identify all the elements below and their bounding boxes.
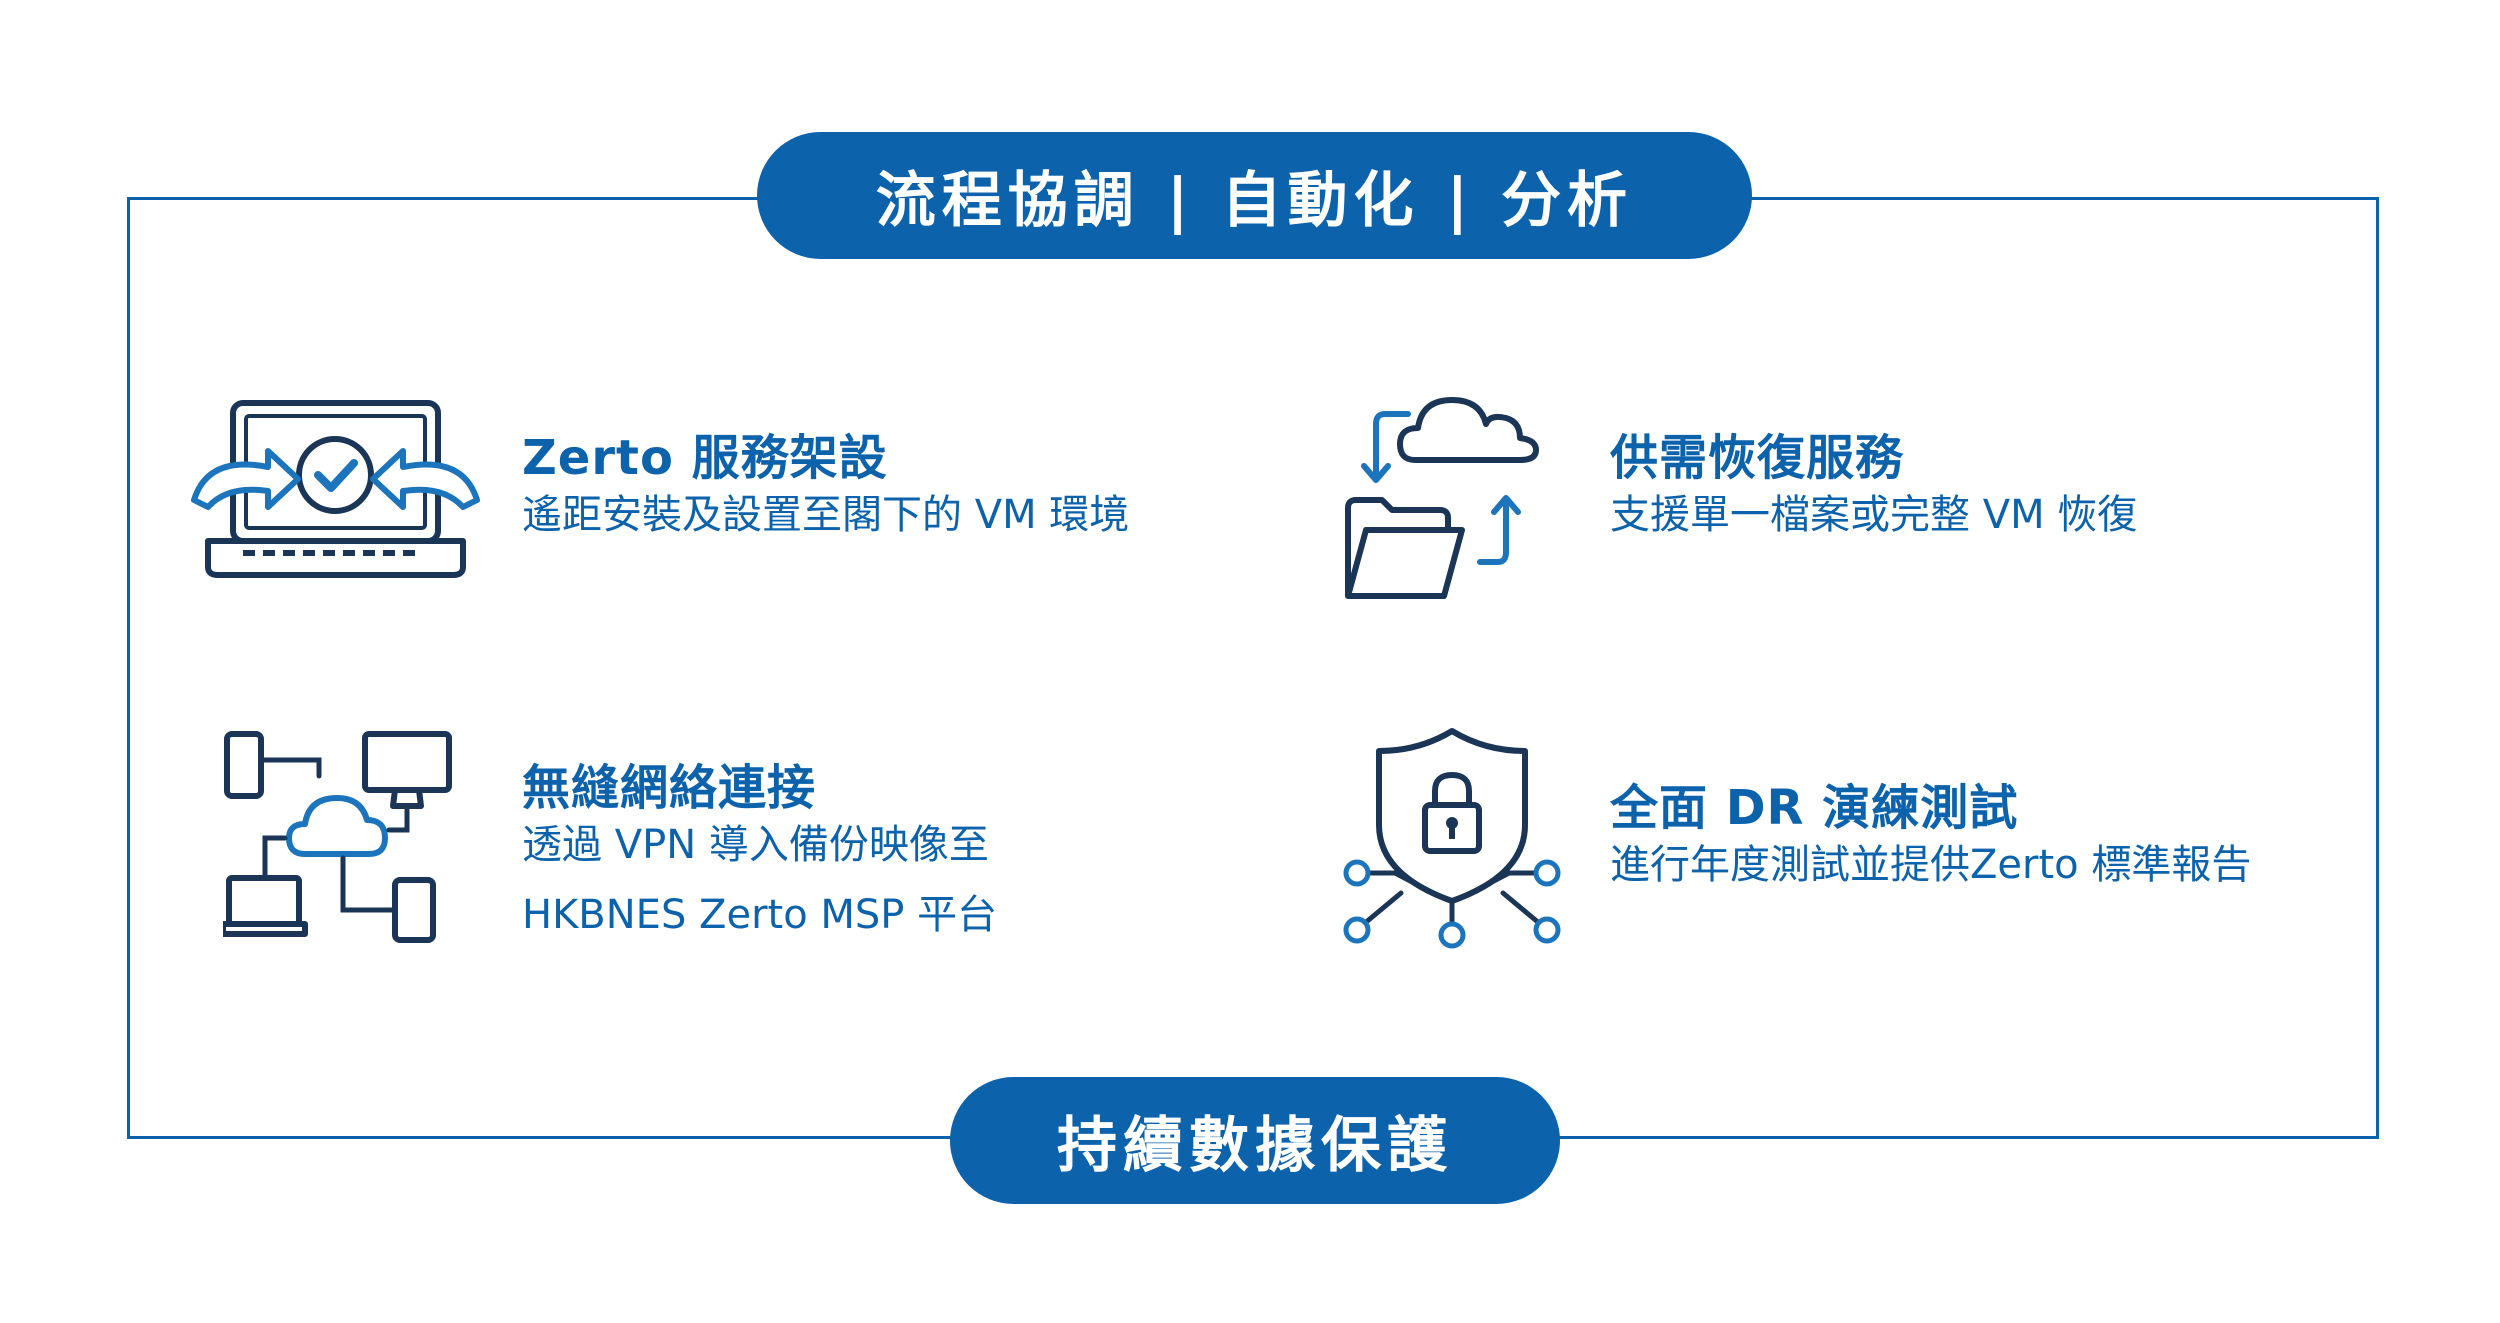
feature-desc-dr-testing: 進行年度測試並提供Zerto 標準報告 [1610,830,2251,900]
content-frame [127,197,2379,1139]
cloud-folder-sync-icon [1340,378,1565,600]
feature-desc-network: 透過 VPN 導入備份映像至 HKBNES Zerto MSP 平台 [522,810,997,950]
feature-title-recovery: 供需恢復服務 [1610,430,1905,486]
feature-desc-line: 遙距安裝及設置至閣下的 VM 環境 [522,492,1130,538]
feature-desc-line: HKBNES Zerto MSP 平台 [522,892,998,938]
header-banner: 流程協調 | 自動化 | 分析 [757,132,1752,259]
feature-desc-line: 支援單一檔案或完整 VM 恢復 [1610,492,2138,538]
feature-title-network: 無縫網絡連接 [522,760,817,816]
feature-title-service-setup: Zerto 服務架設 [522,430,888,486]
network-devices-cloud-icon [220,730,453,945]
laptop-check-icon [188,395,483,590]
feature-desc-service-setup: 遙距安裝及設置至閣下的 VM 環境 [522,480,1129,550]
feature-title-dr-testing: 全面 DR 演練測試 [1610,780,2019,836]
feature-desc-line: 透過 VPN 導入備份映像至 [522,822,989,868]
shield-lock-network-icon [1335,725,1570,950]
feature-desc-line: 進行年度測試並提供Zerto 標準報告 [1610,842,2252,888]
feature-desc-recovery: 支援單一檔案或完整 VM 恢復 [1610,480,2137,550]
footer-banner: 持續數據保護 [950,1077,1560,1204]
